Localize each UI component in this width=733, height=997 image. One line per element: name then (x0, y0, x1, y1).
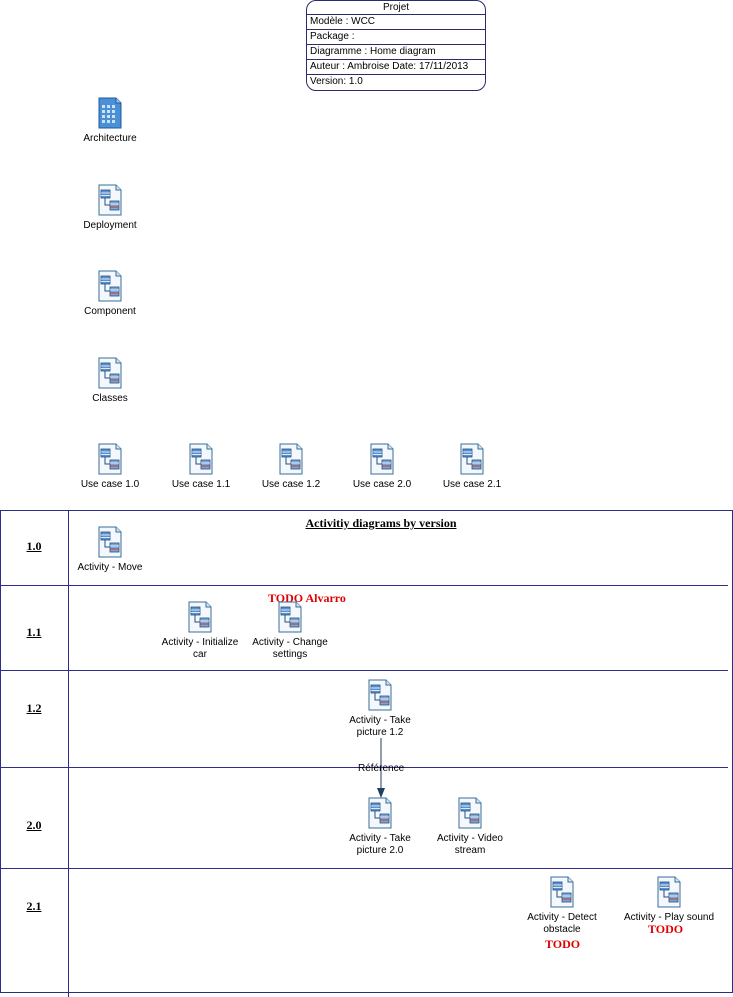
lane-label-divider (68, 510, 69, 997)
activity-label: Activity - Take picture 2.0 (349, 833, 411, 856)
diagram-icon (97, 184, 123, 216)
activity-take-picture-2-0[interactable]: Activity - Take picture 2.0 (330, 797, 430, 857)
diagram-use-case-1-1[interactable]: Use case 1.1 (151, 443, 251, 491)
diagram-use-case-2-0[interactable]: Use case 2.0 (332, 443, 432, 491)
activity-detect-obstacle[interactable]: Activity - Detect obstacle (512, 876, 612, 936)
activity-play-sound[interactable]: Activity - Play sound (619, 876, 719, 924)
diagram-component[interactable]: Component (60, 270, 160, 318)
diagram-label: Use case 1.0 (80, 479, 140, 490)
diagram-architecture[interactable]: Architecture (60, 97, 160, 145)
activity-video-stream[interactable]: Activity - Video stream (420, 797, 520, 857)
diagram-use-case-1-0[interactable]: Use case 1.0 (60, 443, 160, 491)
lane-divider (0, 868, 733, 869)
project-info-box[interactable]: Projet Modèle : WCC Package : Diagramme … (306, 0, 486, 91)
activity-label: Activity - Move (77, 562, 143, 573)
diagram-label: Use case 1.2 (261, 479, 321, 490)
project-version: Version: 1.0 (310, 76, 363, 87)
lane-divider (0, 585, 728, 586)
diagram-icon (187, 601, 213, 633)
diagram-label: Classes (92, 393, 128, 404)
diagram-icon (97, 443, 123, 475)
activity-label: Activity - Initialize car (161, 637, 239, 660)
project-model: Modèle : WCC (307, 15, 485, 30)
lane-label-2-1: 2.1 (26, 899, 42, 913)
diagram-icon (97, 357, 123, 389)
diagram-icon (278, 443, 304, 475)
activity-label: Activity - Video stream (437, 833, 503, 856)
lane-label-1-1: 1.1 (26, 625, 42, 639)
activity-initialize-car[interactable]: Activity - Initialize car (150, 601, 250, 661)
project-author-date: Auteur : Ambroise Date: 17/11/2013 (307, 60, 485, 75)
diagram-use-case-1-2[interactable]: Use case 1.2 (241, 443, 341, 491)
activity-label: Activity - Play sound (623, 912, 715, 923)
todo-play-sound-note: TODO (648, 922, 684, 936)
diagram-label: Component (84, 306, 136, 317)
activity-label: Activity - Detect obstacle (527, 912, 597, 935)
lane-label-1-0: 1.0 (26, 539, 42, 553)
project-diagram: Diagramme : Home diagram (307, 45, 485, 60)
reference-arrow (377, 738, 385, 798)
lane-divider (0, 670, 728, 671)
lane-border-top (0, 510, 733, 511)
reference-label: Référence (358, 763, 405, 774)
diagram-label: Use case 2.1 (442, 479, 502, 490)
diagram-icon (277, 601, 303, 633)
lane-label-1-2: 1.2 (26, 701, 42, 715)
lane-border-left (0, 510, 1, 993)
lane-border-bottom (0, 992, 733, 993)
project-title: Projet (307, 1, 485, 15)
diagram-icon (367, 679, 393, 711)
architecture-diagram-icon (97, 97, 123, 129)
project-package: Package : (307, 30, 485, 45)
diagram-label: Architecture (83, 133, 137, 144)
lane-divider (0, 767, 728, 768)
diagram-icon (367, 797, 393, 829)
lane-label-2-0: 2.0 (26, 818, 42, 832)
diagram-icon (188, 443, 214, 475)
diagram-icon (656, 876, 682, 908)
activity-label: Activity - Take picture 1.2 (349, 715, 411, 738)
activity-take-picture-1-2[interactable]: Activity - Take picture 1.2 (330, 679, 430, 739)
activity-change-settings[interactable]: Activity - Change settings (240, 601, 340, 661)
diagram-icon (97, 270, 123, 302)
diagram-classes[interactable]: Classes (60, 357, 160, 405)
activity-table-title: Activitiy diagrams by version (305, 516, 457, 530)
diagram-label: Use case 1.1 (171, 479, 231, 490)
diagram-label: Deployment (83, 220, 137, 231)
diagram-icon (457, 797, 483, 829)
diagram-label: Use case 2.0 (352, 479, 412, 490)
activity-label: Activity - Change settings (252, 637, 328, 660)
diagram-icon (97, 526, 123, 558)
diagram-icon (369, 443, 395, 475)
diagram-use-case-2-1[interactable]: Use case 2.1 (422, 443, 522, 491)
todo-detect-obstacle-note: TODO (545, 937, 581, 951)
diagram-deployment[interactable]: Deployment (60, 184, 160, 232)
activity-move[interactable]: Activity - Move (60, 526, 160, 574)
diagram-icon (549, 876, 575, 908)
diagram-icon (459, 443, 485, 475)
